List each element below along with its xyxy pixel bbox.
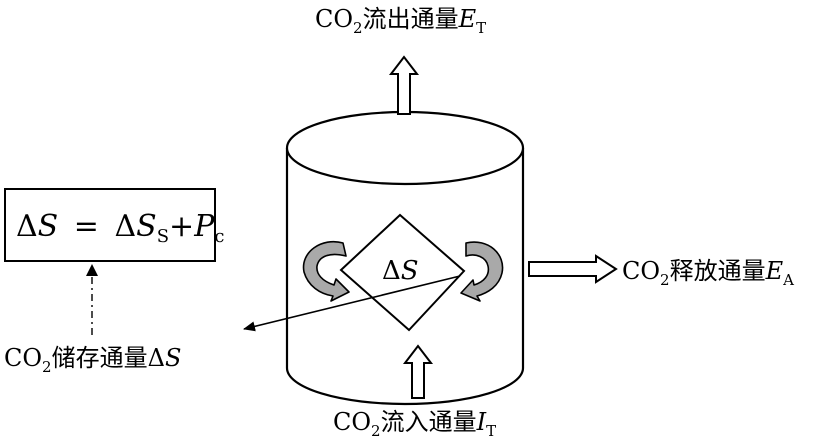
storage-diamond <box>339 213 466 332</box>
curved-arrow-right <box>460 241 504 302</box>
curved-arrow-left <box>302 240 350 302</box>
outflow-label: CO2流出通量ET <box>315 5 486 37</box>
inflow-label: CO2流入通量IT <box>333 408 496 440</box>
storage-label: CO2储存通量ΔS <box>4 344 181 376</box>
center-delta-s-label: ΔS <box>382 256 419 286</box>
equation-text: ΔS = ΔSS+Pc <box>16 209 224 247</box>
release-arrow <box>528 254 618 284</box>
equation-pointer-arrowhead <box>86 264 98 276</box>
inflow-arrow <box>402 344 434 399</box>
outflow-arrow <box>388 55 420 115</box>
storage-pointer-line <box>243 275 461 332</box>
cylinder-top <box>285 110 525 186</box>
release-label: CO2释放通量EA <box>622 257 794 289</box>
equation-box <box>4 188 216 262</box>
